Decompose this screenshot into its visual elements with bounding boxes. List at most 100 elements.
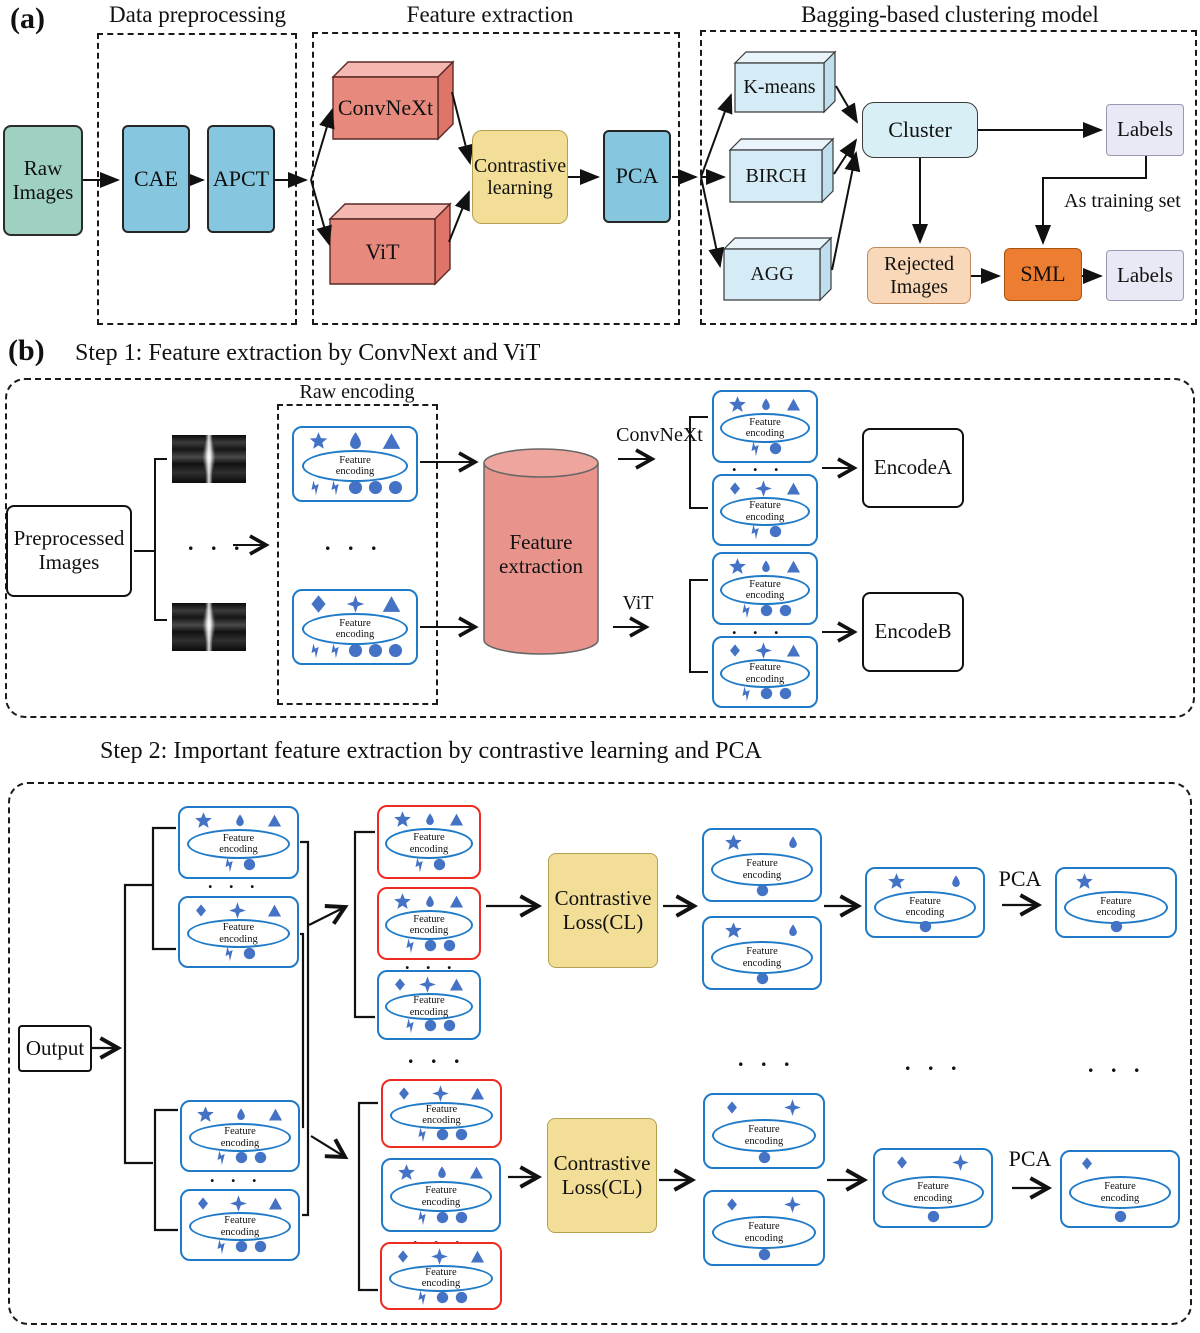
- rejected-images-node: Rejected Images: [867, 247, 971, 304]
- triangle-icon: [448, 894, 465, 909]
- icon-row: [1059, 872, 1173, 891]
- star-icon: [887, 872, 906, 891]
- feature-encoding-card: Feature encoding: [178, 806, 299, 879]
- panel-a-label: (a): [10, 2, 45, 35]
- feature-encoding-label: Feature encoding: [1100, 1181, 1140, 1204]
- icon-row: [381, 975, 477, 994]
- lightning-icon: [412, 1122, 433, 1145]
- circle-icon: [254, 1151, 267, 1164]
- circle-icon: [1114, 1210, 1127, 1223]
- icon-row: [182, 901, 295, 920]
- feature-encoding-card: Feature encoding: [873, 1148, 993, 1228]
- circle-icon: [388, 480, 403, 495]
- diamond-icon: [728, 642, 742, 659]
- pca-node: PCA: [603, 130, 671, 223]
- circle-icon: [756, 884, 769, 897]
- four-point-star-icon: [950, 1153, 971, 1172]
- icon-row: [706, 833, 818, 852]
- lightning-icon: [411, 1206, 432, 1229]
- feature-encoding-label: Feature encoding: [745, 500, 785, 523]
- feature-encoding-label: Feature encoding: [905, 895, 945, 918]
- icon-row: [1064, 1155, 1176, 1172]
- diamond-icon: [895, 1154, 909, 1171]
- four-point-star-icon: [782, 1195, 803, 1214]
- droplet-icon: [759, 558, 773, 575]
- encoding-ellipse: Feature encoding: [385, 910, 473, 940]
- panel-b-label: (b): [8, 334, 45, 367]
- vit-node: ViT: [365, 238, 400, 264]
- lightning-icon: [210, 1235, 231, 1258]
- encoding-ellipse: Feature encoding: [187, 829, 290, 859]
- droplet-icon: [435, 1164, 449, 1181]
- circle-icon: [235, 1240, 248, 1253]
- labels-bottom-node: Labels: [1106, 250, 1184, 301]
- encoding-ellipse: Feature encoding: [712, 1216, 816, 1249]
- feature-encoding-label: Feature encoding: [422, 1104, 461, 1127]
- diamond-icon: [397, 1085, 411, 1102]
- icon-row: [716, 395, 814, 414]
- convnext-arrow-label: ConvNeXt: [616, 424, 703, 446]
- vit-arrow-label: ViT: [622, 592, 654, 614]
- icon-row: [296, 431, 414, 451]
- triangle-icon: [448, 812, 465, 827]
- circle-icon: [235, 1151, 248, 1164]
- feature-encoding-card: Feature encoding: [292, 589, 418, 665]
- circle-icon: [919, 920, 932, 933]
- icon-row: [706, 921, 818, 940]
- data-preprocessing-title: Data preprocessing: [109, 2, 286, 27]
- circle-icon: [769, 525, 782, 538]
- icon-row: [385, 1084, 498, 1103]
- lightning-icon: [304, 476, 325, 499]
- ellipsis: . . .: [732, 618, 785, 638]
- circle-icon: [455, 1211, 468, 1224]
- icon-row: [384, 1247, 498, 1266]
- encoding-ellipse: Feature encoding: [720, 413, 810, 443]
- encoding-ellipse: Feature encoding: [711, 941, 813, 974]
- encoding-ellipse: Feature encoding: [874, 890, 976, 924]
- circle-icon: [243, 947, 256, 960]
- feature-encoding-label: Feature encoding: [742, 946, 782, 969]
- icon-row: [1064, 1210, 1176, 1223]
- feature-encoding-card: Feature encoding: [702, 916, 822, 990]
- four-point-star-icon: [782, 1098, 803, 1117]
- encoding-ellipse: Feature encoding: [390, 1102, 493, 1129]
- birch-node: BIRCH: [745, 164, 807, 187]
- four-point-star-icon: [227, 901, 248, 920]
- four-point-star-icon: [429, 1247, 450, 1266]
- xray-image-thumbnail: [172, 603, 246, 651]
- star-icon: [397, 1163, 416, 1182]
- encoding-ellipse: Feature encoding: [720, 575, 810, 605]
- encode-b-node: EncodeB: [862, 592, 964, 672]
- diamond-icon: [393, 976, 407, 993]
- circle-icon: [1110, 920, 1123, 933]
- contrastive-loss-node: Contrastive Loss(CL): [548, 853, 658, 968]
- as-training-set-label: As training set: [1064, 190, 1181, 212]
- triangle-icon: [785, 481, 802, 496]
- icon-row: [385, 1125, 498, 1144]
- feature-encoding-label: Feature encoding: [913, 1181, 953, 1204]
- circle-icon: [760, 687, 773, 700]
- encoding-ellipse: Feature encoding: [385, 993, 473, 1020]
- feature-encoding-label: Feature encoding: [1096, 895, 1136, 918]
- lightning-icon: [735, 682, 756, 705]
- diamond-icon: [725, 1196, 739, 1213]
- diamond-icon: [728, 480, 742, 497]
- output-node: Output: [18, 1025, 92, 1072]
- circle-icon: [424, 939, 437, 952]
- icon-row: [1059, 920, 1173, 933]
- circle-icon: [368, 480, 383, 495]
- icon-row: [707, 1098, 821, 1117]
- labels-top-node: Labels: [1106, 104, 1184, 156]
- feature-encoding-card: Feature encoding: [377, 970, 481, 1040]
- icon-row: [296, 594, 414, 614]
- icon-row: [877, 1153, 989, 1172]
- feature-encoding-label: Feature encoding: [335, 454, 375, 477]
- icon-row: [381, 855, 477, 874]
- circle-icon: [769, 442, 782, 455]
- feature-encoding-card: Feature encoding: [377, 887, 481, 960]
- four-point-star-icon: [228, 1194, 249, 1213]
- encoding-ellipse: Feature encoding: [1064, 890, 1168, 924]
- icon-row: [381, 892, 477, 911]
- lightning-icon: [304, 639, 325, 662]
- lightning-icon: [399, 1014, 420, 1037]
